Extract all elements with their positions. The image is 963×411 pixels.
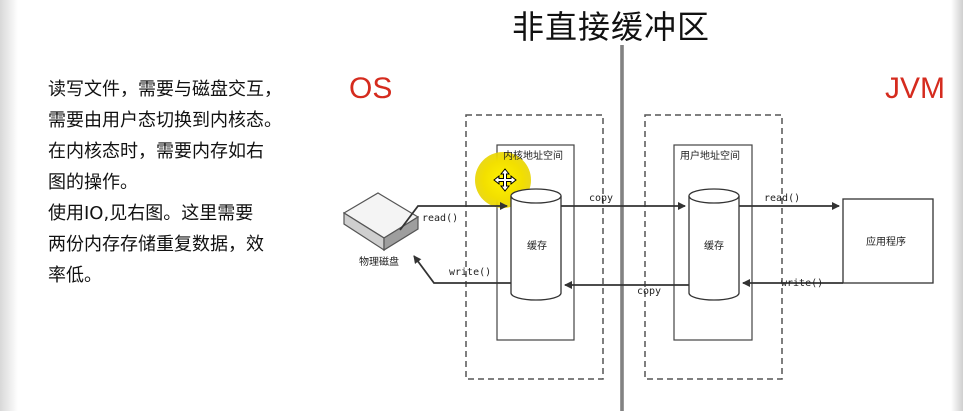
write-label-left: write() xyxy=(449,267,491,278)
disk-label: 物理磁盘 xyxy=(359,255,399,268)
read-label-right: read() xyxy=(764,193,800,204)
read-label-left: read() xyxy=(422,213,458,224)
kernel-space-label: 内核地址空间 xyxy=(503,149,563,162)
copy-label-bottom: copy xyxy=(637,286,661,297)
user-space-label: 用户地址空间 xyxy=(680,149,740,162)
kernel-buffer-label: 缓存 xyxy=(527,239,547,252)
user-buffer-label: 缓存 xyxy=(704,239,724,252)
copy-label-top: copy xyxy=(589,193,613,204)
write-label-right: write() xyxy=(781,278,823,289)
application-label: 应用程序 xyxy=(866,235,906,248)
